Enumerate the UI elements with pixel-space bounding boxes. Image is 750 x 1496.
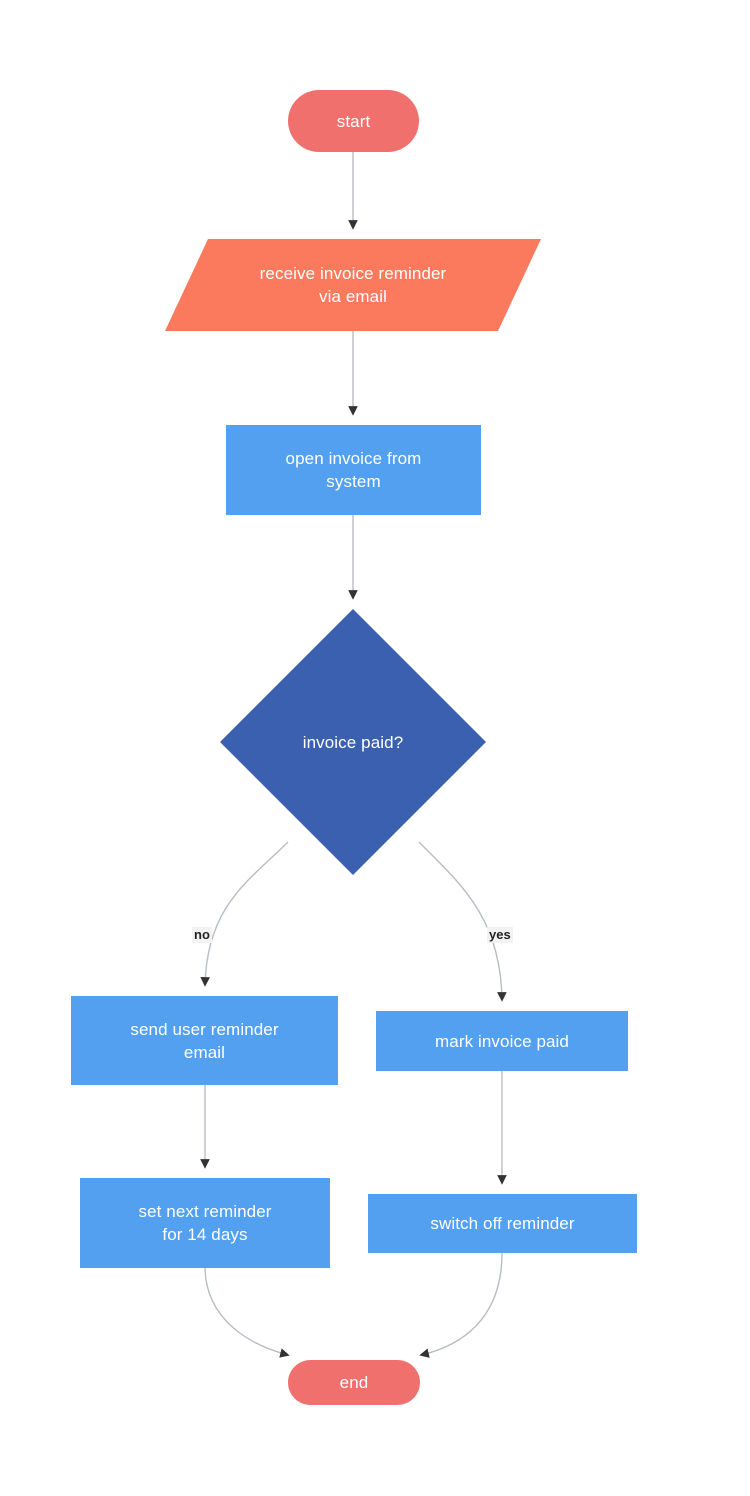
node-shape-switchoff[interactable] [368, 1194, 637, 1253]
edge-label-yes: yes [487, 927, 513, 943]
node-shape-receive[interactable] [165, 239, 541, 331]
node-shape-start[interactable] [288, 90, 419, 152]
node-setnext[interactable] [80, 1178, 330, 1268]
node-shape-paid[interactable] [220, 609, 486, 875]
node-switchoff[interactable] [368, 1194, 637, 1253]
edge-paid-to-mark [418, 841, 507, 1002]
node-send[interactable] [71, 996, 338, 1085]
node-shape-mark[interactable] [376, 1011, 628, 1071]
node-paid[interactable] [220, 609, 486, 875]
node-receive[interactable] [165, 239, 541, 331]
edges-layer [200, 152, 507, 1358]
edge-switchoff-to-end [419, 1252, 503, 1358]
edge-setnext-to-end [204, 1267, 290, 1358]
edge-paid-to-send [200, 841, 289, 987]
node-shape-open[interactable] [226, 425, 481, 515]
node-shape-send[interactable] [71, 996, 338, 1085]
node-shape-setnext[interactable] [80, 1178, 330, 1268]
edge-label-no: no [192, 927, 212, 943]
node-mark[interactable] [376, 1011, 628, 1071]
node-end[interactable] [288, 1360, 420, 1405]
nodes-layer [71, 90, 637, 1405]
node-start[interactable] [288, 90, 419, 152]
node-open[interactable] [226, 425, 481, 515]
node-shape-end[interactable] [288, 1360, 420, 1405]
